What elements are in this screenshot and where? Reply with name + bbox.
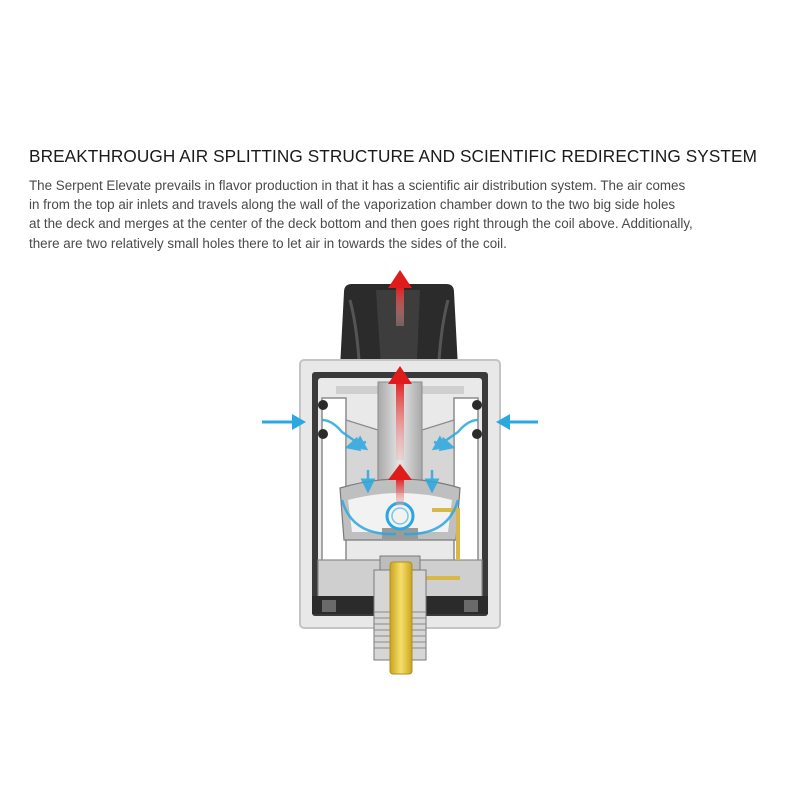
- intake-arrow-right: [496, 414, 538, 430]
- description-line: The Serpent Elevate prevails in flavor p…: [29, 178, 686, 193]
- section-heading: BREAKTHROUGH AIR SPLITTING STRUCTURE AND…: [29, 146, 757, 166]
- connector-pin: [373, 555, 427, 675]
- deck: [339, 478, 461, 580]
- description-line: at the deck and merges at the center of …: [29, 216, 693, 232]
- internal-airflow-paths: [321, 418, 479, 536]
- vapor-arrow-bottom: [388, 464, 412, 506]
- vapor-arrow-middle: [388, 366, 412, 460]
- atomizer-airflow-diagram: [262, 270, 538, 675]
- description-line: in from the top air inlets and travels a…: [29, 197, 676, 213]
- description-line: there are two relatively small holes the…: [29, 235, 507, 251]
- intake-arrow-left: [262, 414, 306, 430]
- vapor-arrow-top: [388, 270, 412, 326]
- description-paragraph: The Serpent Elevate prevails in flavor p…: [29, 176, 789, 253]
